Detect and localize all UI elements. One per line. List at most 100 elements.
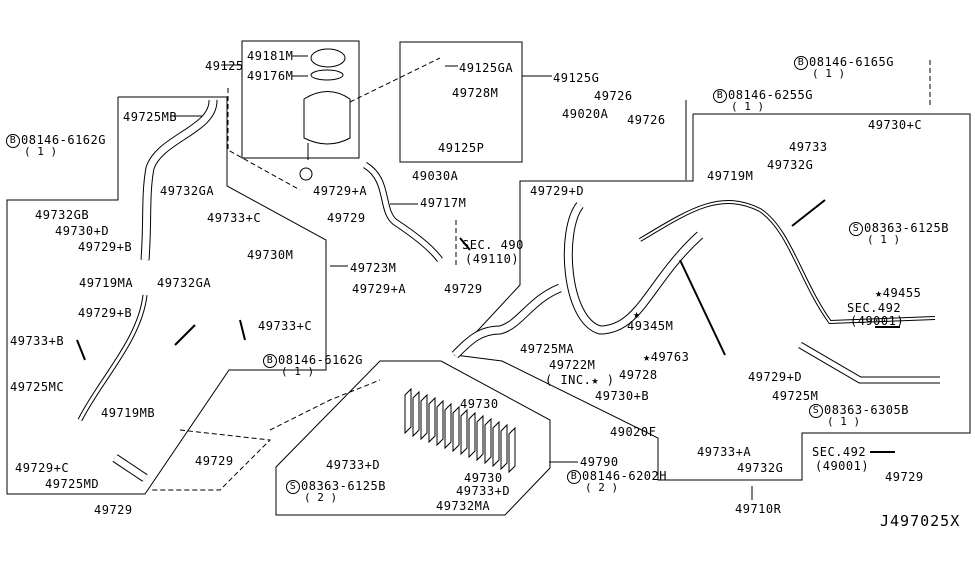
part-label[interactable]: 49730+D bbox=[55, 224, 110, 238]
pipe-49725M bbox=[800, 345, 940, 380]
part-label[interactable]: SEC.492 bbox=[812, 445, 867, 459]
bolt-symbol-icon: B bbox=[6, 134, 20, 148]
part-label[interactable]: 49725MB bbox=[123, 110, 178, 124]
cooler-fin bbox=[509, 428, 515, 472]
part-label[interactable]: 49710R bbox=[735, 502, 782, 516]
part-label[interactable]: 49729+C bbox=[15, 461, 70, 475]
part-label[interactable]: 49733+C bbox=[207, 211, 262, 225]
bolt-symbol-icon: B bbox=[263, 354, 277, 368]
cooler-fin bbox=[437, 401, 443, 445]
fastener-quantity: ( 2 ) bbox=[304, 491, 338, 504]
reservoir-cap bbox=[311, 49, 345, 67]
part-label[interactable]: 49730 bbox=[464, 471, 503, 485]
part-label[interactable]: 49719MB bbox=[101, 406, 156, 420]
part-label[interactable]: (49001) bbox=[850, 314, 905, 328]
part-label[interactable]: 49020F bbox=[610, 425, 657, 439]
part-label[interactable]: 49730M bbox=[247, 248, 294, 262]
part-label[interactable]: 49176M bbox=[247, 69, 294, 83]
part-label[interactable]: 49729+B bbox=[78, 306, 133, 320]
cooler-fin bbox=[461, 410, 467, 454]
cooler-fin bbox=[477, 416, 483, 460]
reservoir-group-box bbox=[242, 41, 359, 158]
part-label[interactable]: (49001) bbox=[815, 459, 870, 473]
part-label[interactable]: 49732G bbox=[737, 461, 784, 475]
diagram-code: J497025X bbox=[880, 512, 961, 530]
part-label[interactable]: 49730+B bbox=[595, 389, 650, 403]
reservoir-seal bbox=[311, 70, 343, 80]
screw-symbol-icon: S bbox=[286, 480, 300, 494]
part-label[interactable]: 49725M bbox=[772, 389, 819, 403]
part-label[interactable]: 49732G bbox=[767, 158, 814, 172]
part-label[interactable]: ★49455 bbox=[875, 286, 922, 300]
part-label[interactable]: 49725MD bbox=[45, 477, 100, 491]
part-label[interactable]: 49722M bbox=[549, 358, 596, 372]
part-label[interactable]: 49730 bbox=[460, 397, 499, 411]
part-label[interactable]: 49125P bbox=[438, 141, 485, 155]
part-label[interactable]: SEC.492 bbox=[847, 301, 902, 315]
part-label[interactable]: 49345M bbox=[627, 319, 674, 333]
fastener-quantity: ( 1 ) bbox=[827, 415, 861, 428]
part-label[interactable]: 49790 bbox=[580, 455, 619, 469]
fastener-quantity: ( 1 ) bbox=[867, 233, 901, 246]
part-label[interactable]: 49729 bbox=[94, 503, 133, 517]
part-label[interactable]: ( INC.★ ) bbox=[545, 373, 615, 387]
part-label[interactable]: 49723M bbox=[350, 261, 397, 275]
part-label[interactable]: 49732GA bbox=[157, 276, 212, 290]
part-label[interactable]: (49110) bbox=[465, 252, 520, 266]
part-label[interactable]: 49020A bbox=[562, 107, 609, 121]
oil-cooler-49790 bbox=[405, 389, 515, 472]
part-label[interactable]: 49726 bbox=[627, 113, 666, 127]
fastener-part-number: 08146-6255G bbox=[728, 88, 813, 102]
part-label[interactable]: 49125G bbox=[553, 71, 600, 85]
part-label[interactable]: 49733+B bbox=[10, 334, 65, 348]
part-label[interactable]: 49728M bbox=[452, 86, 499, 100]
part-label[interactable]: 49732GA bbox=[160, 184, 215, 198]
part-label[interactable]: 49719MA bbox=[79, 276, 134, 290]
part-label[interactable]: 49728 bbox=[619, 368, 658, 382]
right-group-outline bbox=[455, 114, 970, 480]
part-label[interactable]: 49181M bbox=[247, 49, 294, 63]
part-label[interactable]: 49733 bbox=[789, 140, 828, 154]
part-label[interactable]: 49717M bbox=[420, 196, 467, 210]
part-label[interactable]: 49725MC bbox=[10, 380, 65, 394]
part-label[interactable]: 49729 bbox=[444, 282, 483, 296]
part-label[interactable]: 49725MA bbox=[520, 342, 575, 356]
part-label[interactable]: 49730+C bbox=[868, 118, 923, 132]
part-label[interactable]: 49729+D bbox=[748, 370, 803, 384]
part-label[interactable]: 49726 bbox=[594, 89, 633, 103]
fastener-part-number: 08146-6165G bbox=[809, 55, 894, 69]
part-label[interactable]: 49733+C bbox=[258, 319, 313, 333]
cooler-fin bbox=[469, 413, 475, 457]
part-label[interactable]: ★49763 bbox=[643, 350, 690, 364]
part-label[interactable]: 49729 bbox=[327, 211, 366, 225]
part-label[interactable]: 49030A bbox=[412, 169, 459, 183]
part-label[interactable]: 49729+D bbox=[530, 184, 585, 198]
part-label[interactable]: 49729 bbox=[885, 470, 924, 484]
screw-symbol-icon: S bbox=[809, 404, 823, 418]
part-label[interactable]: 49733+A bbox=[697, 445, 752, 459]
part-label[interactable]: 49733+D bbox=[326, 458, 381, 472]
part-label[interactable]: 49729+B bbox=[78, 240, 133, 254]
part-label[interactable]: 49733+D bbox=[456, 484, 511, 498]
part-label[interactable]: SEC. 490 bbox=[462, 238, 524, 252]
part-label[interactable]: 49732MA bbox=[436, 499, 491, 513]
part-label[interactable]: 49125GA bbox=[459, 61, 514, 75]
part-label[interactable]: ★ bbox=[633, 307, 641, 321]
part-label[interactable]: 49125 bbox=[205, 59, 244, 73]
cooler-fin bbox=[405, 389, 411, 433]
part-label[interactable]: 49732GB bbox=[35, 208, 90, 222]
part-label[interactable]: 49729+A bbox=[313, 184, 368, 198]
fastener-part-number: 08146-6162G bbox=[21, 133, 106, 147]
part-label[interactable]: 49729+A bbox=[352, 282, 407, 296]
part-label[interactable]: 49719M bbox=[707, 169, 754, 183]
part-label[interactable]: 49729 bbox=[195, 454, 234, 468]
